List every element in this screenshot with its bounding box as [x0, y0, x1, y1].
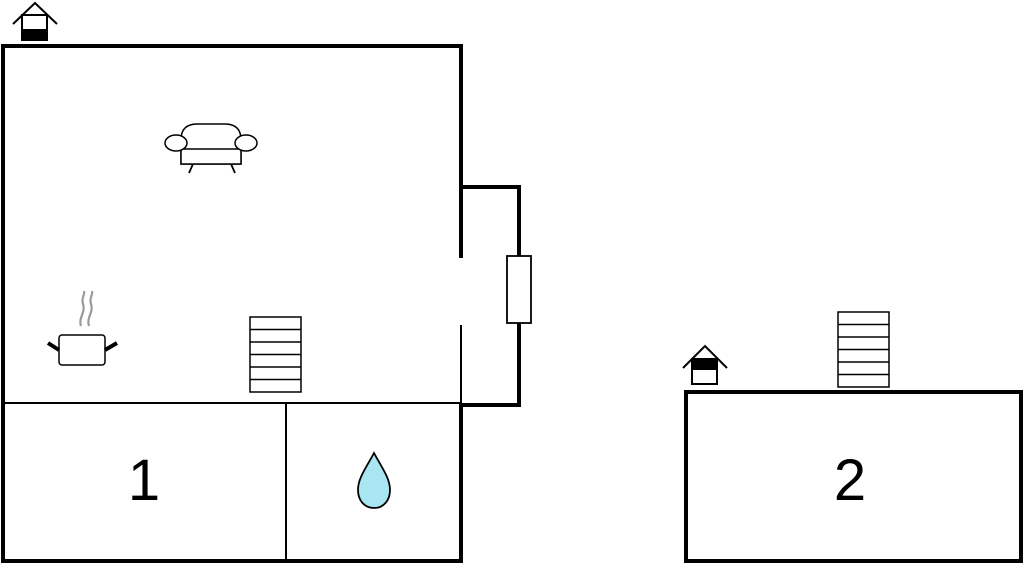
floor-1-entry-icon: [12, 1, 58, 41]
floor-1-outer-wall: [1, 44, 521, 563]
floor-2-stairs-icon: [837, 311, 890, 388]
floor-2-plan: 2: [682, 311, 1023, 563]
floor-2-outer-wall: [684, 390, 1023, 563]
floor-2-label: 2: [834, 448, 866, 513]
floor-1-label: 1: [128, 448, 160, 513]
window-icon: [506, 255, 532, 324]
floor-1-stairs-icon: [249, 316, 302, 393]
sofa-icon: [164, 123, 258, 174]
floor-2-entry-icon: [682, 344, 728, 385]
cooking-pot-icon: [46, 290, 119, 366]
floor-1-plan: 1: [1, 1, 532, 563]
water-drop-icon: [357, 451, 391, 509]
